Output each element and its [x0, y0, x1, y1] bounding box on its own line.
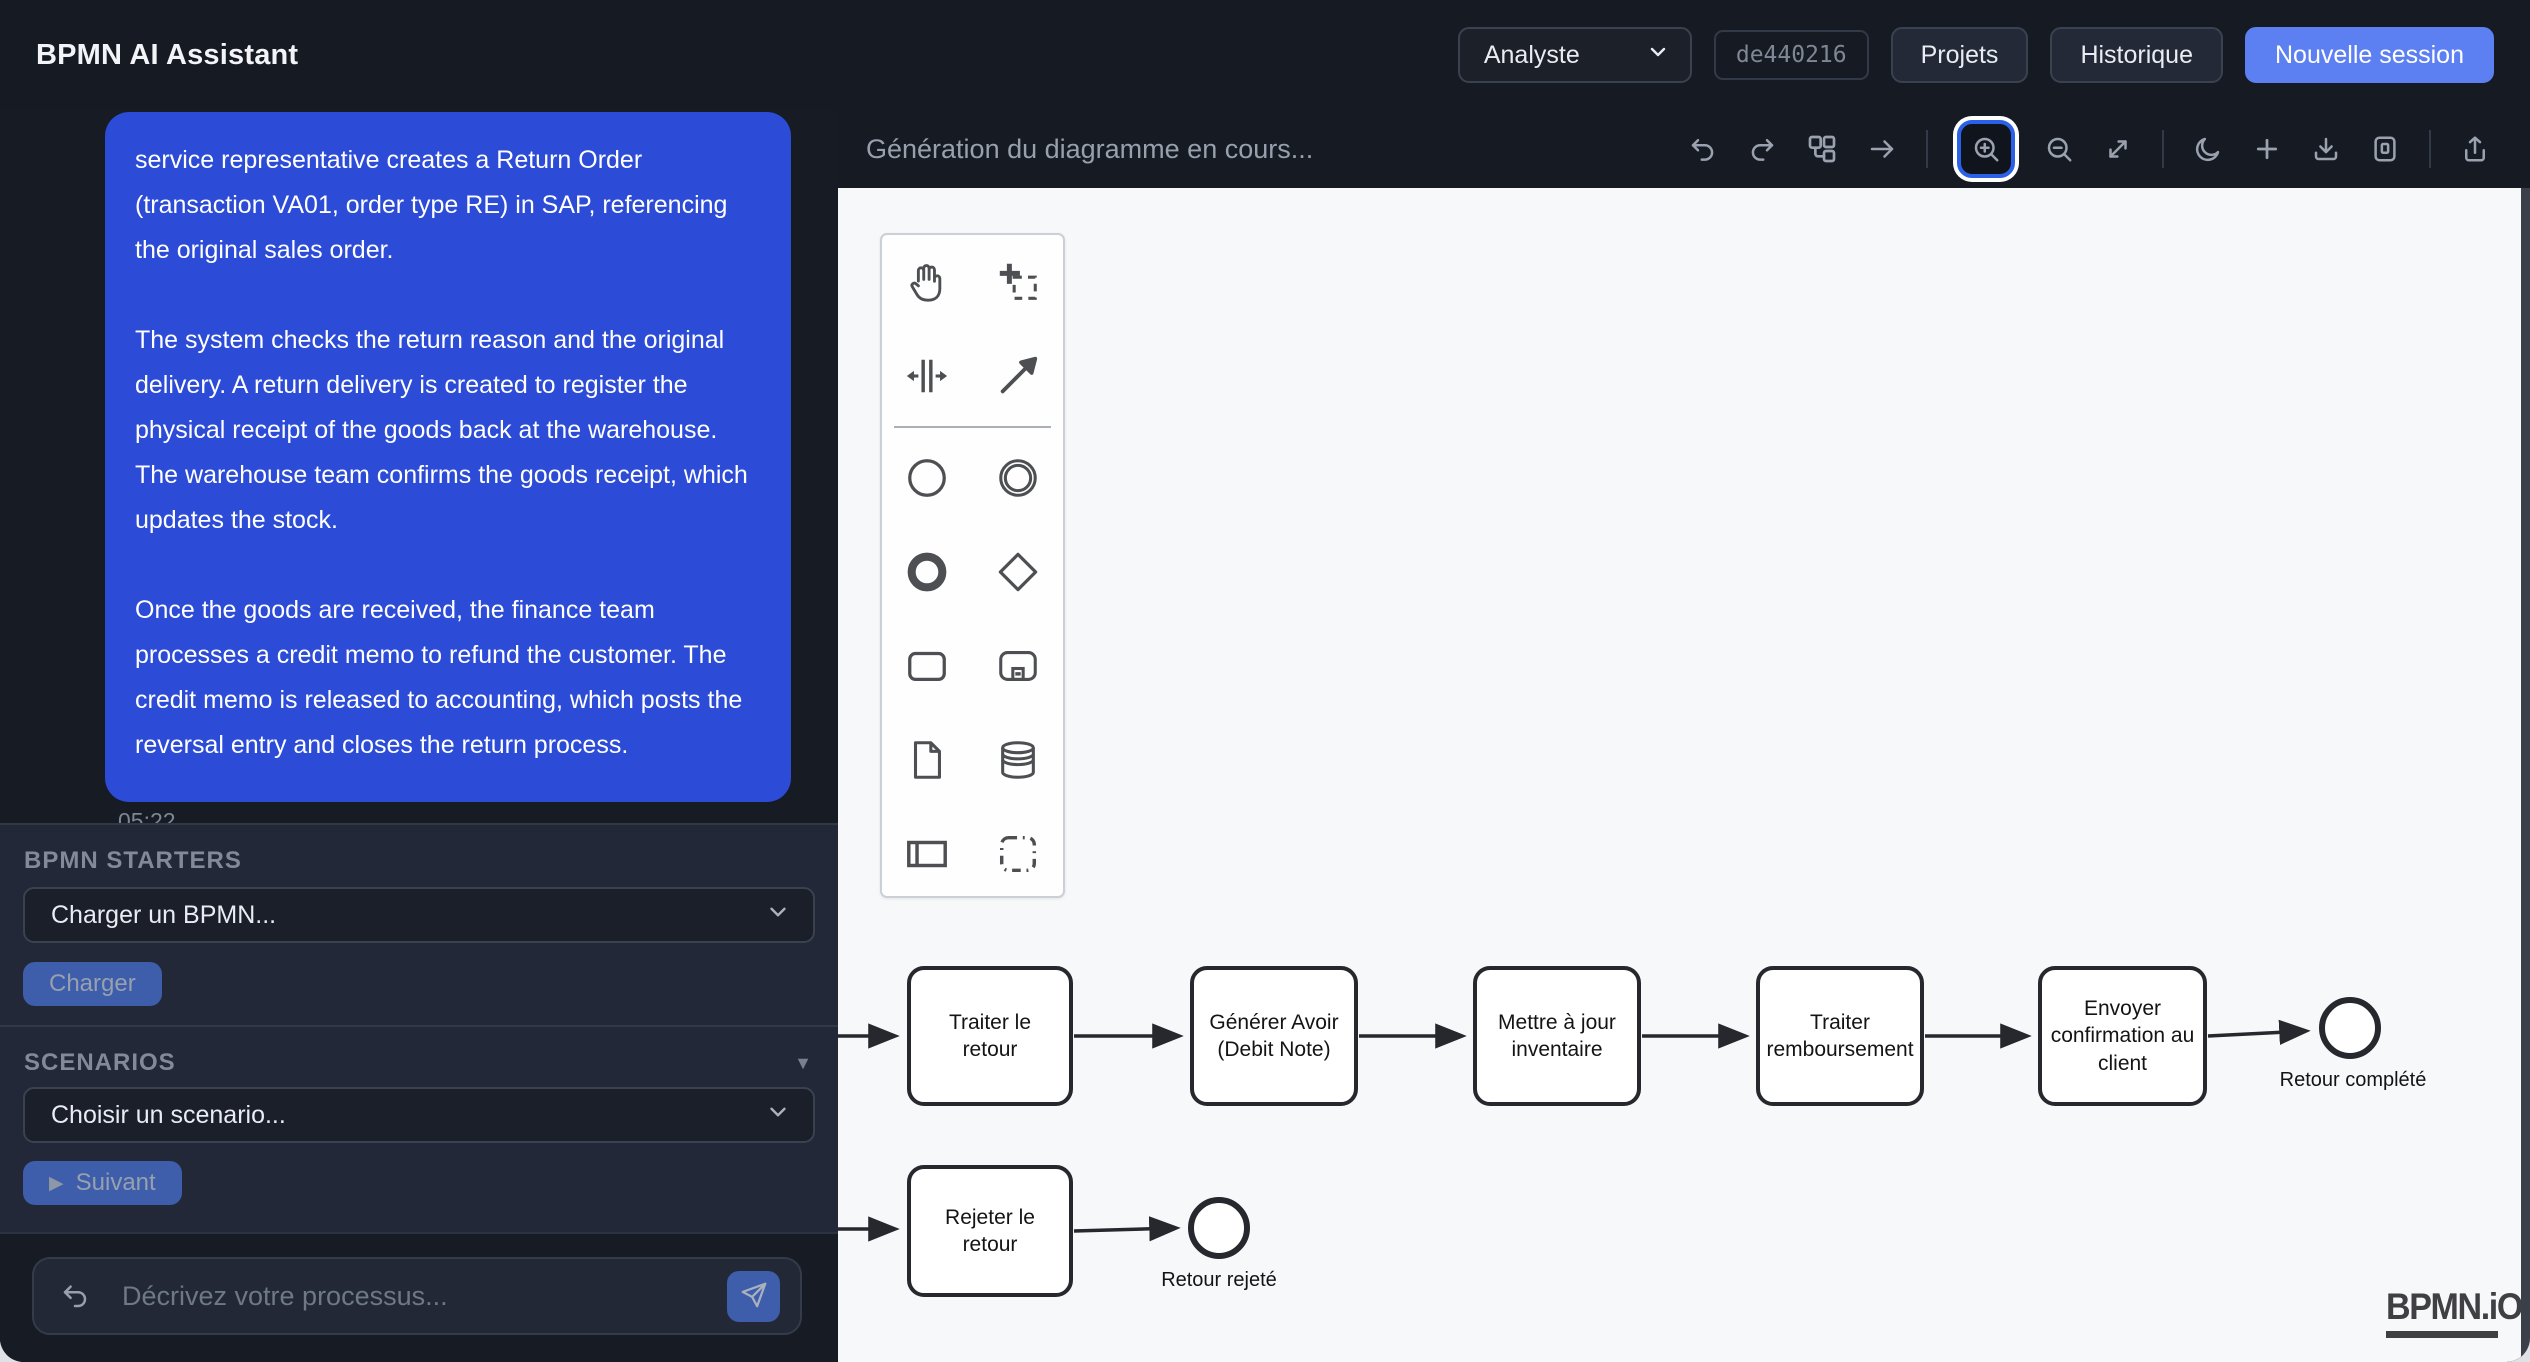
end-event-label: Retour complété	[2279, 1069, 2427, 1091]
generation-status: Génération du diagramme en cours...	[866, 133, 1314, 164]
expand-icon[interactable]	[2103, 134, 2133, 164]
space-tool-icon[interactable]	[892, 341, 962, 411]
toolbar-divider	[2429, 130, 2431, 168]
chevron-down-icon	[765, 1099, 791, 1132]
chevron-down-icon	[1620, 40, 1670, 71]
next-button-label: Suivant	[75, 1169, 156, 1196]
connect-tool-icon[interactable]	[983, 341, 1053, 411]
bpmn-task[interactable]: Traiter remboursement	[1756, 966, 1924, 1106]
undo-icon[interactable]	[60, 1281, 90, 1311]
send-icon	[739, 1280, 769, 1313]
bpmn-task[interactable]: Mettre à jour inventaire	[1473, 966, 1641, 1106]
end-event[interactable]	[2319, 997, 2381, 1059]
chat-messages: service representative creates a Return …	[0, 110, 838, 823]
zoom-in-icon[interactable]	[1957, 120, 2015, 178]
page-title: BPMN AI Assistant	[36, 38, 299, 71]
new-session-button[interactable]: Nouvelle session	[2245, 27, 2494, 83]
participant-icon[interactable]	[892, 819, 962, 889]
message-paragraph: service representative creates a Return …	[135, 146, 728, 264]
undo-icon[interactable]	[1688, 134, 1718, 164]
bpmn-io-logo-underline	[2386, 1331, 2498, 1338]
bpmn-file-select[interactable]: Charger un BPMN...	[23, 887, 815, 943]
palette-divider	[894, 426, 1051, 428]
intermediate-event-icon[interactable]	[983, 443, 1053, 513]
next-scenario-button[interactable]: ▶ Suivant	[23, 1161, 182, 1205]
role-select-value: Analyste	[1483, 40, 1580, 69]
role-select[interactable]: Analyste	[1457, 27, 1692, 83]
message-paragraph: Once the goods are received, the finance…	[135, 596, 743, 759]
subprocess-icon[interactable]	[983, 631, 1053, 701]
arrow-right-icon[interactable]	[1867, 134, 1897, 164]
end-event-icon[interactable]	[892, 537, 962, 607]
data-store-icon[interactable]	[983, 725, 1053, 795]
chevron-down-icon	[765, 899, 791, 932]
play-icon: ▶	[49, 1172, 64, 1194]
composer-box	[32, 1257, 802, 1335]
top-header: BPMN AI Assistant Analyste de440216 Proj…	[0, 0, 2530, 110]
bpmn-diagram: Traiter le retour Générer Avoir (Debit N…	[838, 188, 2530, 1362]
toolbar-icons	[1688, 120, 2490, 178]
task-icon[interactable]	[892, 631, 962, 701]
header-controls: Analyste de440216 Projets Historique Nou…	[1457, 27, 2494, 83]
bpmn-task[interactable]: Générer Avoir (Debit Note)	[1190, 966, 1358, 1106]
end-event-label: Retour rejeté	[1161, 1269, 1277, 1291]
bpmn-file-select-value: Charger un BPMN...	[51, 900, 277, 929]
bpmn-task[interactable]: Rejeter le retour	[907, 1165, 1073, 1297]
scenarios-section-label: SCENARIOS	[24, 1049, 176, 1076]
end-event[interactable]	[1188, 1197, 1250, 1259]
redo-icon[interactable]	[1747, 134, 1777, 164]
bpmn-task[interactable]: Traiter le retour	[907, 966, 1073, 1106]
bpmn-starters-section: BPMN STARTERS Charger un BPMN... Charger	[0, 823, 838, 1025]
sequence-flows	[838, 1019, 2311, 1242]
diagram-canvas-area: Génération du diagramme en cours...	[838, 110, 2530, 1362]
composer-section	[0, 1232, 838, 1362]
message-timestamp: 05:22	[118, 808, 176, 823]
plus-icon[interactable]	[2252, 134, 2282, 164]
data-object-icon[interactable]	[892, 725, 962, 795]
bpmn-io-logo[interactable]: BPMN.iO	[2386, 1286, 2530, 1338]
start-event-icon[interactable]	[892, 443, 962, 513]
toolbar-divider	[2162, 130, 2164, 168]
gateway-icon[interactable]	[983, 537, 1053, 607]
scenarios-section: SCENARIOS ▼ Choisir un scenario... ▶ Sui…	[0, 1025, 838, 1232]
workflow-icon[interactable]	[1806, 133, 1838, 165]
download-icon[interactable]	[2311, 134, 2341, 164]
bpmn-task[interactable]: Envoyer confirmation au client	[2038, 966, 2207, 1106]
minimap-icon[interactable]	[2370, 134, 2400, 164]
bpmn-palette	[880, 233, 1065, 898]
user-message-bubble: service representative creates a Return …	[105, 112, 791, 802]
process-description-input[interactable]	[120, 1279, 727, 1313]
export-icon[interactable]	[2460, 134, 2490, 164]
bpmn-io-logo-text: BPMN.iO	[2386, 1286, 2523, 1327]
zoom-out-icon[interactable]	[2044, 134, 2074, 164]
collapse-section-icon[interactable]: ▼	[794, 1052, 812, 1073]
load-bpmn-button[interactable]: Charger	[23, 962, 162, 1006]
hand-tool-icon[interactable]	[892, 247, 962, 317]
moon-icon[interactable]	[2193, 134, 2223, 164]
scenario-select[interactable]: Choisir un scenario...	[23, 1087, 815, 1143]
session-id-badge: de440216	[1713, 30, 1869, 80]
starters-section-label: BPMN STARTERS	[24, 847, 242, 874]
group-icon[interactable]	[983, 819, 1053, 889]
projects-button[interactable]: Projets	[1890, 27, 2029, 83]
vertical-scrollbar[interactable]	[2521, 188, 2530, 1362]
scenario-select-value: Choisir un scenario...	[51, 1100, 286, 1129]
canvas-toolbar: Génération du diagramme en cours...	[838, 110, 2530, 188]
chat-sidebar: service representative creates a Return …	[0, 110, 838, 1362]
toolbar-divider	[1926, 130, 1928, 168]
message-paragraph: The system checks the return reason and …	[135, 326, 748, 534]
lasso-tool-icon[interactable]	[983, 247, 1053, 317]
history-button[interactable]: Historique	[2050, 27, 2223, 83]
send-button[interactable]	[727, 1270, 780, 1322]
